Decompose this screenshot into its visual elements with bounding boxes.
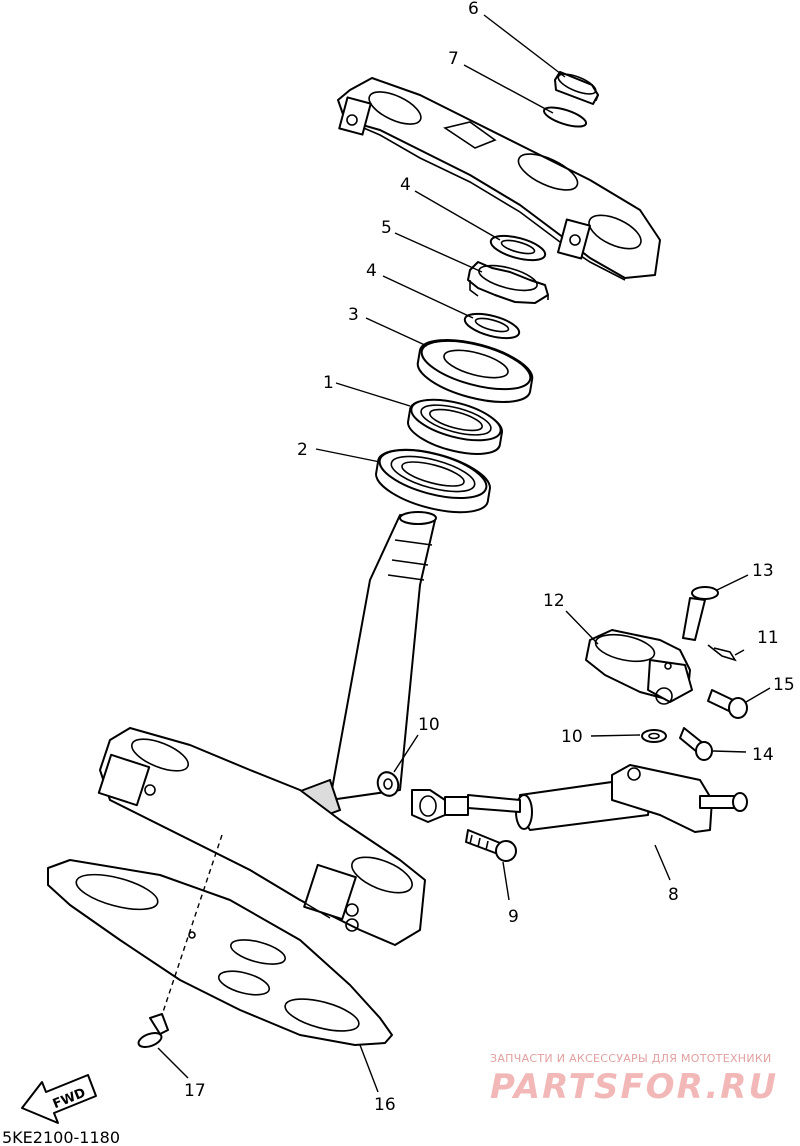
callout-8: 8 <box>668 885 679 905</box>
callout-4b: 4 <box>366 261 377 281</box>
callout-7: 7 <box>448 49 459 69</box>
bolt-14 <box>679 727 713 761</box>
fwd-arrow: FWD <box>21 1074 97 1124</box>
callout-14: 14 <box>752 745 774 765</box>
leader-lines <box>157 14 771 1093</box>
callout-10b: 10 <box>561 727 583 747</box>
assembly-dashline <box>161 834 223 1016</box>
bearing-lower <box>374 448 492 514</box>
upper-bracket <box>337 77 661 281</box>
damper <box>411 764 748 833</box>
callouts: 1 2 3 4 4 5 6 7 8 9 10 10 11 12 13 14 15… <box>184 0 795 1115</box>
washer-10-right <box>641 729 667 743</box>
watermark: ЗАПЧАСТИ И АКСЕССУАРЫ ДЛЯ МОТОТЕХНИКИ PA… <box>490 1052 778 1107</box>
diagram-code: 5KE2100-1180 <box>2 1128 120 1146</box>
cotter-pin <box>707 644 737 662</box>
callout-12: 12 <box>543 591 565 611</box>
under-plate <box>47 859 393 1046</box>
lock-washer-lower <box>463 312 521 340</box>
washer-7 <box>542 106 588 128</box>
watermark-tagline: ЗАПЧАСТИ И АКСЕССУАРЫ ДЛЯ МОТОТЕХНИКИ <box>490 1052 772 1065</box>
callout-6: 6 <box>468 0 479 19</box>
bolt-9 <box>465 829 517 862</box>
watermark-brand: PARTSFOR.RU <box>490 1067 778 1107</box>
callout-15: 15 <box>773 675 795 695</box>
callout-13: 13 <box>752 561 774 581</box>
ring-nut <box>467 261 549 304</box>
callout-16: 16 <box>374 1095 396 1115</box>
callout-2: 2 <box>297 440 308 460</box>
dust-seal <box>416 339 534 403</box>
crown-nut <box>554 71 599 105</box>
callout-17: 17 <box>184 1081 206 1101</box>
washer-10-left <box>376 771 400 797</box>
lock-washer-upper <box>489 234 547 262</box>
callout-1: 1 <box>323 373 334 393</box>
callout-10a: 10 <box>418 715 440 735</box>
screw-17 <box>137 1013 169 1048</box>
callout-5: 5 <box>381 218 392 238</box>
callout-4a: 4 <box>400 175 411 195</box>
callout-9: 9 <box>508 907 519 927</box>
damper-clamp <box>585 629 693 705</box>
under-bracket <box>97 727 426 946</box>
bolt-15 <box>707 689 748 719</box>
steering-stem <box>288 511 437 827</box>
bearing-upper <box>406 398 504 455</box>
callout-3: 3 <box>348 305 359 325</box>
pin-13 <box>682 586 719 641</box>
callout-11: 11 <box>757 628 779 648</box>
